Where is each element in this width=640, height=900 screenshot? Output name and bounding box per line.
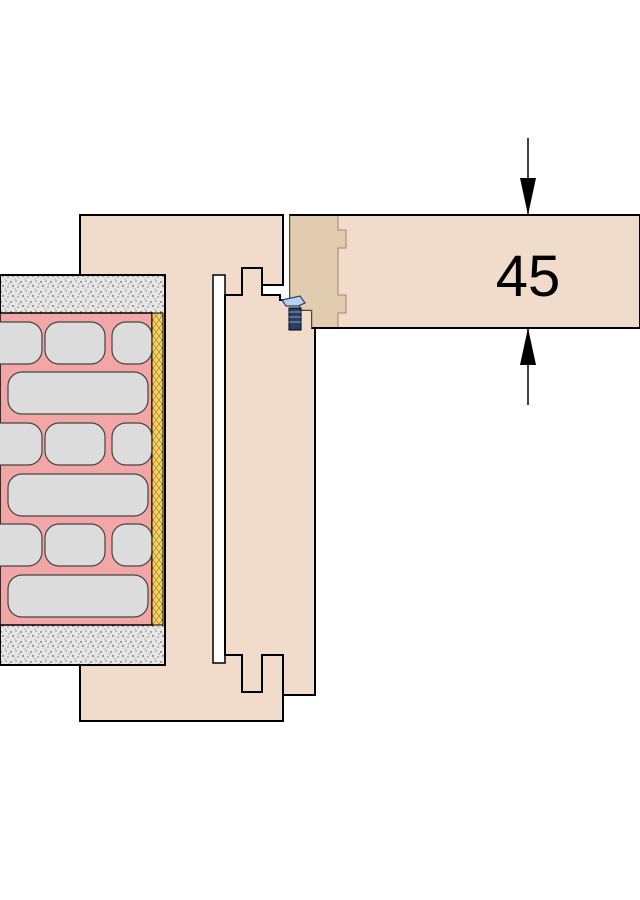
brick-block bbox=[111, 422, 153, 466]
brick-block bbox=[7, 574, 149, 618]
insulation-strip bbox=[151, 312, 164, 626]
screw-icon bbox=[288, 307, 302, 331]
dimension-annotation: 45 bbox=[496, 138, 561, 405]
door-leaf-edge bbox=[289, 214, 347, 329]
brick-block bbox=[111, 321, 153, 365]
brick-blocks bbox=[0, 321, 153, 618]
brick-block bbox=[7, 473, 149, 517]
seal-gasket bbox=[281, 295, 306, 307]
brick-block bbox=[7, 371, 149, 415]
brick-block bbox=[0, 321, 43, 365]
seal-screw bbox=[281, 295, 306, 331]
arrow-down-icon bbox=[520, 178, 536, 215]
dimension-label: 45 bbox=[496, 244, 561, 309]
brick-block bbox=[44, 321, 106, 365]
brick-block bbox=[111, 523, 153, 567]
arrow-up-icon bbox=[520, 328, 536, 365]
brick-block bbox=[0, 523, 43, 567]
brick-block bbox=[0, 422, 43, 466]
brick-block bbox=[44, 422, 106, 466]
brick-core bbox=[0, 312, 153, 626]
brick-block bbox=[44, 523, 106, 567]
frame-gap bbox=[212, 274, 226, 664]
frame-jamb bbox=[224, 267, 316, 696]
wall-section bbox=[0, 274, 166, 666]
